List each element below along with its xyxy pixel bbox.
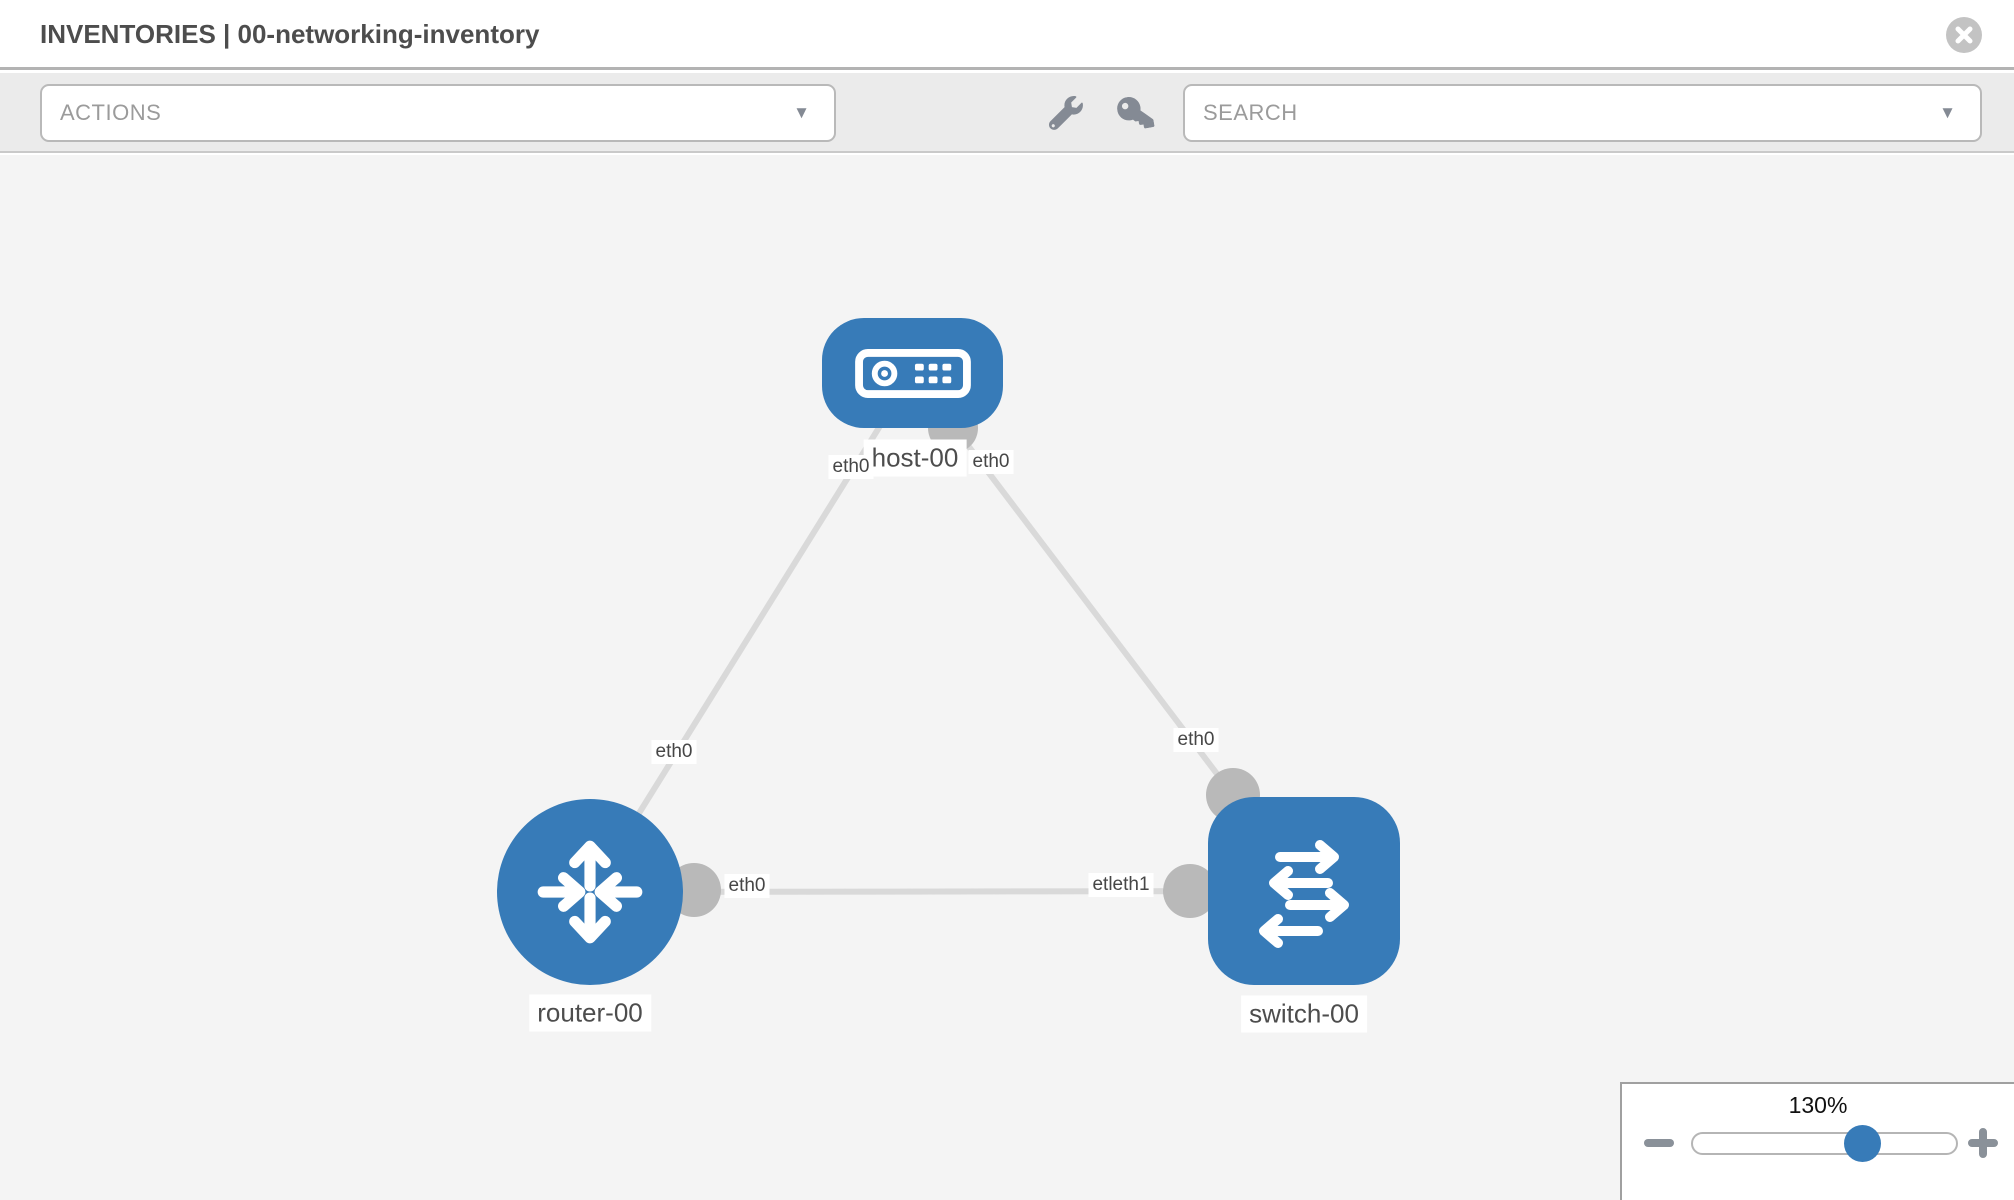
- host-icon: [854, 348, 971, 398]
- topology-canvas[interactable]: host-00 router-00 switch-00 eth0 eth0 et…: [0, 155, 2014, 1200]
- switch-icon: [1259, 840, 1349, 948]
- caret-down-icon: ▼: [1939, 103, 1956, 122]
- interface-label-eth0-host-right: eth0: [968, 450, 1014, 474]
- caret-down-icon: ▼: [793, 103, 810, 122]
- interface-label-eth0-host-left: eth0: [828, 455, 874, 479]
- plus-icon: [1968, 1128, 1998, 1158]
- page-title: INVENTORIES | 00-networking-inventory: [40, 19, 540, 49]
- node-switch-00[interactable]: [1208, 797, 1400, 985]
- node-router-00[interactable]: [497, 799, 683, 985]
- actions-dropdown[interactable]: ACTIONS ▼: [40, 84, 836, 142]
- configure-tools-button[interactable]: [1048, 95, 1083, 130]
- search-dropdown[interactable]: SEARCH ▼: [1183, 84, 1982, 142]
- node-label-host-00: host-00: [863, 439, 967, 477]
- zoom-in-button[interactable]: [1968, 1128, 1998, 1158]
- search-dropdown-label: SEARCH: [1203, 100, 1298, 125]
- interface-label-eth1-switch-side: etleth1: [1088, 873, 1154, 897]
- zoom-slider-handle[interactable]: [1844, 1125, 1881, 1162]
- interface-label-eth0-link-left: eth0: [651, 740, 697, 764]
- minus-icon: [1644, 1139, 1674, 1147]
- node-label-switch-00: switch-00: [1241, 995, 1367, 1033]
- header: INVENTORIES | 00-networking-inventory: [0, 0, 2014, 70]
- actions-dropdown-label: ACTIONS: [60, 100, 162, 125]
- interface-label-eth0-router-side: eth0: [724, 874, 770, 898]
- zoom-slider[interactable]: [1691, 1125, 1958, 1162]
- close-icon: [1955, 26, 1973, 44]
- zoom-control-panel: 130%: [1620, 1082, 2014, 1200]
- close-button[interactable]: [1946, 17, 1982, 53]
- interface-connector-switch-left[interactable]: [1163, 864, 1217, 918]
- credentials-button[interactable]: [1117, 96, 1155, 130]
- zoom-out-button[interactable]: [1644, 1128, 1674, 1158]
- key-icon: [1117, 97, 1155, 129]
- router-icon: [537, 840, 643, 944]
- links-layer: [587, 371, 1305, 918]
- interface-label-eth0-link-right: eth0: [1173, 728, 1219, 752]
- wrench-icon: [1048, 95, 1083, 130]
- node-label-router-00: router-00: [529, 994, 651, 1032]
- toolbar: ACTIONS ▼ SEARCH ▼: [0, 73, 2014, 153]
- zoom-level-value: 130%: [1788, 1092, 1848, 1118]
- node-host-00[interactable]: [822, 318, 1003, 428]
